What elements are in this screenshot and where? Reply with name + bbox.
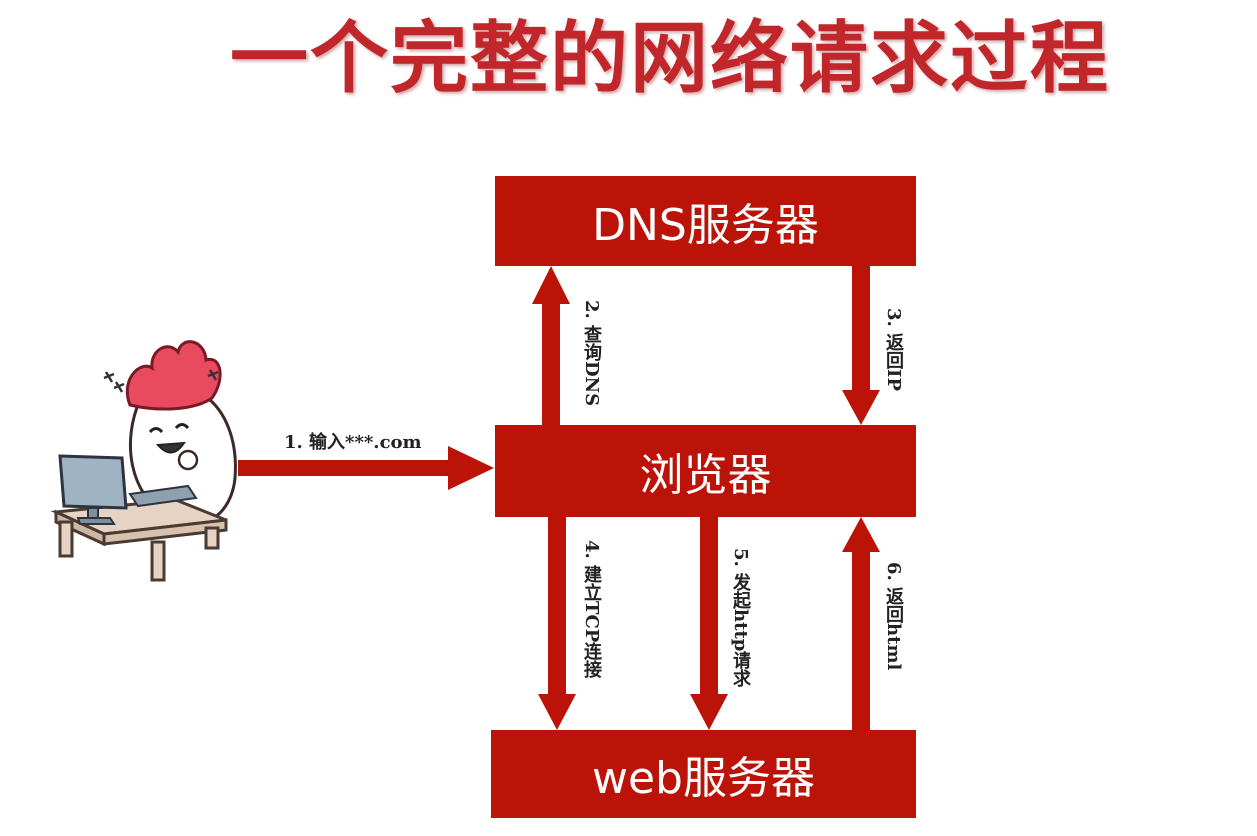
step-4-label: 4. 建立TCP连接 [581,540,602,679]
step-3-label: 3. 返回IP [883,308,904,392]
cartoon-user-at-computer-icon [50,340,237,582]
diagram-title: 一个完整的网络请求过程 [230,14,1111,104]
step-1-label: 1. 输入***.com [284,432,422,453]
arrow-step-2 [532,266,570,425]
arrow-step-3 [842,266,880,425]
arrow-step-1 [238,446,494,490]
step-2-label: 2. 查询DNS [581,300,602,407]
step-5-label: 5. 发起http请求 [730,548,751,688]
arrow-step-5 [690,517,728,730]
web-server-box: web服务器 [491,730,916,818]
arrow-step-6 [842,517,880,730]
dns-server-box: DNS服务器 [495,176,916,266]
arrow-step-4 [538,517,576,730]
step-6-label: 6. 返回html [883,562,904,671]
browser-box: 浏览器 [495,425,916,517]
